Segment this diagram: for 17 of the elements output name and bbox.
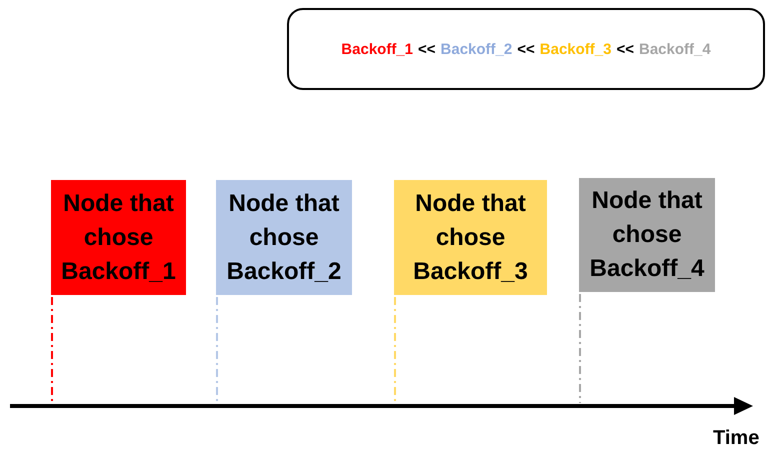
comparison-sign: << (418, 40, 436, 58)
node-label: Node that chose Backoff_3 (412, 188, 529, 286)
node-label: Node that chose Backoff_2 (226, 188, 342, 286)
node-box (579, 178, 715, 292)
backoff-label: Backoff_2 (440, 40, 512, 58)
node-label: Node that chose Backoff_1 (60, 188, 177, 286)
comparison-sign: << (616, 40, 634, 58)
node-box (51, 180, 186, 295)
legend-box (287, 8, 765, 90)
comparison-sign: << (517, 40, 535, 58)
node-box (216, 180, 352, 295)
backoff-label: Backoff_3 (540, 40, 612, 58)
axis-label: Time (713, 427, 760, 450)
backoff-label: Backoff_1 (341, 40, 413, 58)
node-label: Node that chose Backoff_4 (588, 186, 706, 284)
backoff-label: Backoff_4 (639, 40, 711, 58)
node-box (394, 180, 547, 295)
